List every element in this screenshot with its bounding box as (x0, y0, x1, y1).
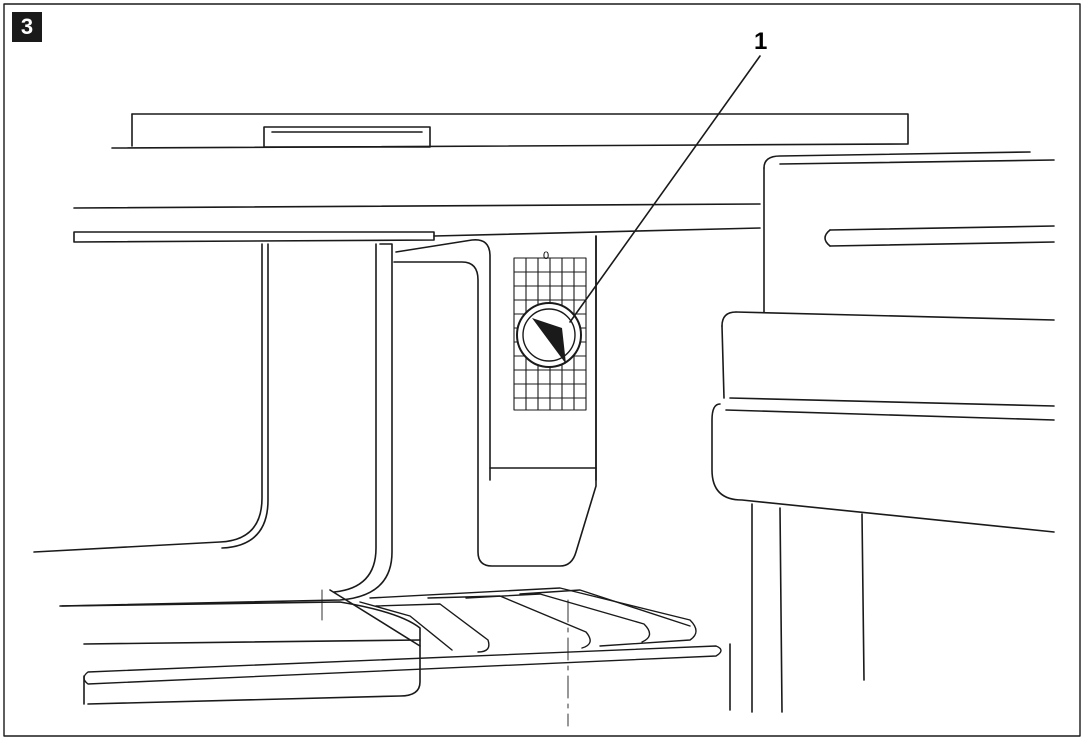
left-liner (33, 243, 393, 607)
wire-rack-coil (359, 587, 697, 653)
dial-zero-mark: 0 (543, 250, 550, 262)
dial-pointer (532, 318, 566, 364)
figure-frame (3, 3, 1081, 737)
callout-leader-line (569, 55, 761, 323)
thermostat-dial[interactable] (516, 302, 582, 368)
bottom-shelf (61, 589, 421, 705)
door-shelf-upper (763, 151, 1055, 313)
figure-number-badge: 3 (12, 12, 42, 42)
front-wire-rail (83, 645, 722, 685)
thermostat-housing (393, 235, 597, 567)
door-wall (751, 503, 865, 713)
door-shelf-middle (721, 311, 1055, 407)
top-shelf (111, 113, 909, 149)
ceiling-panel (73, 203, 761, 243)
callout-label: 1 (754, 28, 768, 55)
door-shelf-lower (711, 403, 1055, 533)
